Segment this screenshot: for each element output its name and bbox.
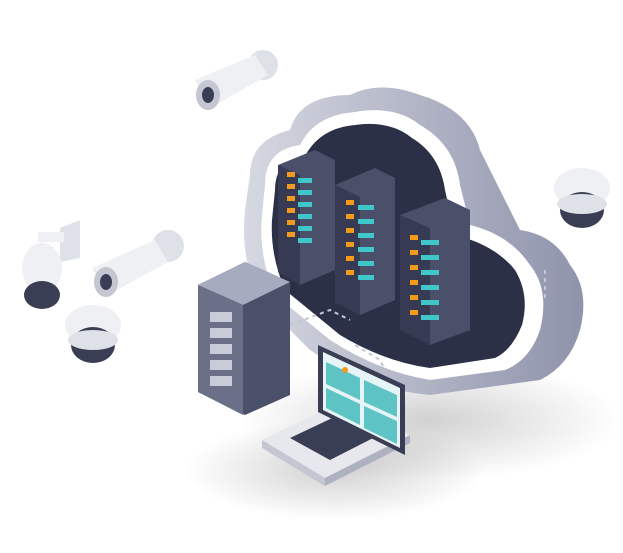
- network-lines: [289, 270, 546, 371]
- bullet-camera-left: [92, 230, 184, 297]
- dome-camera-left: [65, 305, 121, 363]
- cloud-server-rack-2: [335, 168, 395, 315]
- lens-icon: [100, 274, 112, 290]
- laptop[interactable]: [262, 345, 410, 486]
- ptz-camera: [22, 220, 80, 309]
- bullet-camera-top: [195, 50, 278, 110]
- cloud-server-rack-3: [400, 198, 470, 345]
- cloud-server-rack-1: [278, 150, 335, 285]
- lens-icon: [202, 87, 214, 103]
- dome-camera-right: [554, 168, 610, 228]
- camera-feed-tiles: [326, 362, 397, 444]
- local-server: [198, 262, 290, 415]
